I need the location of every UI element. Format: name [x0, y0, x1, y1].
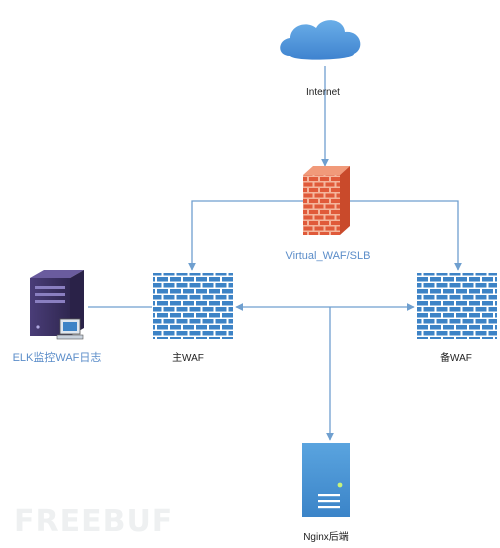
backup-waf-node: 备WAF [417, 273, 497, 364]
main-waf-label: 主WAF [172, 352, 204, 364]
elk-label: ELK监控WAF日志 [13, 350, 102, 364]
server-blue-icon [302, 443, 350, 517]
slb-label: Virtual_WAF/SLB [286, 250, 371, 262]
watermark-text: FREEBUF [14, 504, 174, 539]
firewall-blue-icon [417, 273, 497, 339]
firewall-red-icon [303, 166, 350, 235]
backup-waf-label: 备WAF [440, 351, 472, 364]
slb-node: Virtual_WAF/SLB [286, 166, 371, 262]
firewall-blue-icon [153, 273, 233, 339]
watermark: FREEBUF [14, 504, 173, 539]
main-waf-node: 主WAF [153, 273, 233, 364]
server-tower-icon [30, 270, 84, 340]
nginx-node: Nginx后端 [302, 443, 350, 543]
cloud-icon [280, 20, 361, 60]
internet-node: Internet [280, 20, 361, 98]
edge-slb-main-waf [188, 200, 303, 271]
connections [88, 66, 462, 441]
nginx-label: Nginx后端 [303, 530, 349, 543]
edge-slb-backup-waf [350, 200, 462, 271]
elk-node: ELK监控WAF日志 [13, 270, 102, 364]
internet-label: Internet [306, 87, 340, 98]
